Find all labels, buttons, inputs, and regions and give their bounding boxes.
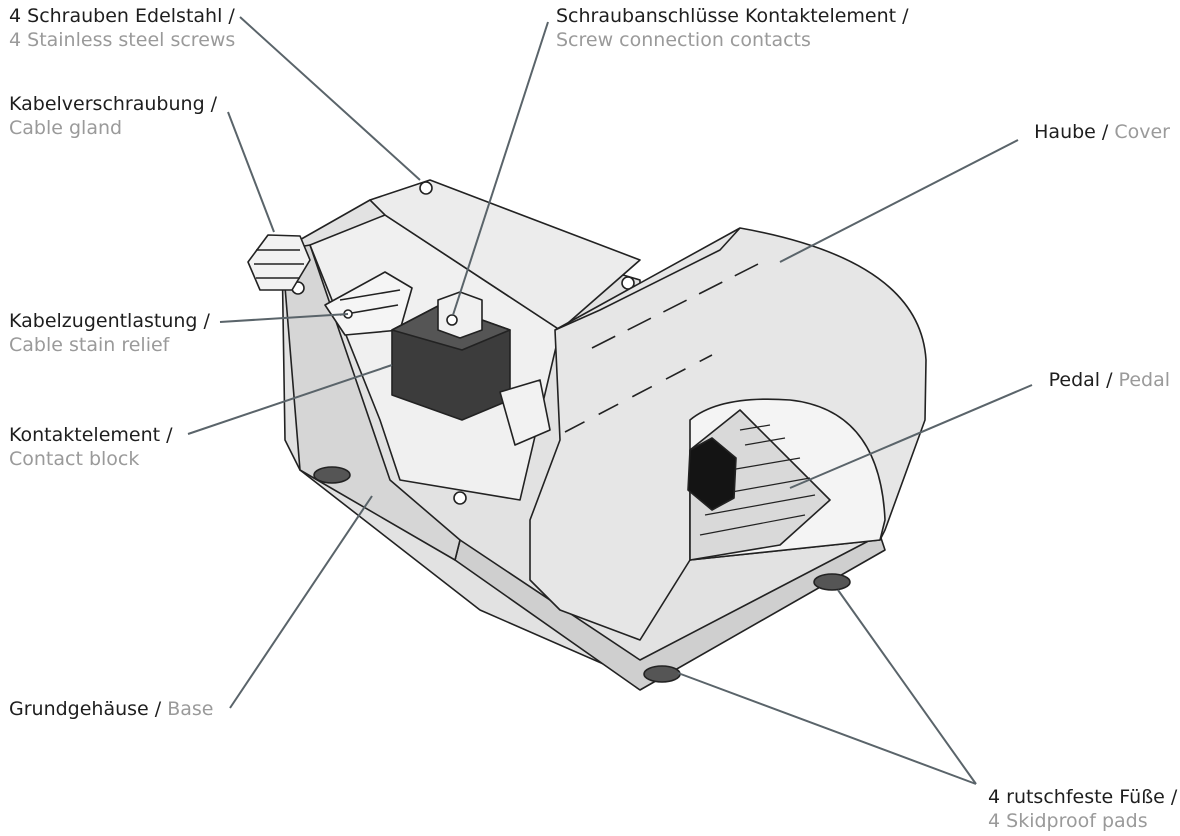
label-strain: Kabelzugentlastung / Cable stain relief <box>9 309 210 357</box>
leader-cover <box>779 139 1019 263</box>
label-feet-en: 4 Skidproof pads <box>988 810 1148 832</box>
leader-base <box>229 495 373 709</box>
foot-pad-1 <box>313 466 351 484</box>
label-screws-en: 4 Stainless steel screws <box>9 29 236 51</box>
leader-screws <box>239 16 421 181</box>
label-cover-en: Cover <box>1114 121 1170 143</box>
leader-feet-2 <box>837 589 977 785</box>
foot-pad-2 <box>643 665 681 683</box>
foot-pad-3 <box>813 573 851 591</box>
label-block-de: Kontaktelement / <box>9 424 173 446</box>
leader-pedal <box>789 384 1033 489</box>
leader-feet-1 <box>677 672 977 785</box>
label-screws-de: 4 Schrauben Edelstahl / <box>9 5 235 27</box>
contact-plunger <box>499 379 551 446</box>
label-block-en: Contact block <box>9 448 140 470</box>
cable-gland <box>247 234 311 291</box>
label-gland-en: Cable gland <box>9 117 123 139</box>
pedal-button <box>687 437 737 511</box>
label-cover-de: Haube / <box>1034 121 1109 143</box>
label-contacts-de: Schraubanschlüsse Kontaktelement / <box>556 5 909 27</box>
label-pedal: Pedal / Pedal <box>1049 368 1170 392</box>
label-pedal-de: Pedal / <box>1048 369 1113 391</box>
label-pedal-en: Pedal <box>1118 369 1170 391</box>
label-block: Kontaktelement / Contact block <box>9 423 173 471</box>
screw-top-1 <box>419 181 433 195</box>
label-gland: Kabelverschraubung / Cable gland <box>9 92 217 140</box>
label-feet: 4 rutschfeste Füße / 4 Skidproof pads <box>988 785 1177 833</box>
label-screws: 4 Schrauben Edelstahl / 4 Stainless stee… <box>9 4 235 52</box>
leader-gland <box>227 111 275 233</box>
strain-relief-clamp <box>324 271 413 336</box>
leader-block <box>187 364 393 435</box>
label-base-de: Grundgehäuse / <box>9 698 162 720</box>
hood-hinge-line <box>591 257 771 349</box>
pedal-plate <box>689 409 831 561</box>
screw-base-2 <box>453 491 467 505</box>
lid-strip <box>369 179 641 331</box>
label-strain-en: Cable stain relief <box>9 334 170 356</box>
label-contacts-en: Screw connection contacts <box>556 29 811 51</box>
label-cover: Haube / Cover <box>1034 120 1170 144</box>
leader-contacts <box>452 21 549 316</box>
label-strain-de: Kabelzugentlastung / <box>9 310 210 332</box>
leader-strain <box>219 313 349 323</box>
label-base-en: Base <box>167 698 214 720</box>
label-feet-de: 4 rutschfeste Füße / <box>988 786 1178 808</box>
label-base: Grundgehäuse / Base <box>9 697 214 721</box>
label-contacts: Schraubanschlüsse Kontaktelement / Screw… <box>556 4 909 52</box>
label-gland-de: Kabelverschraubung / <box>9 93 218 115</box>
